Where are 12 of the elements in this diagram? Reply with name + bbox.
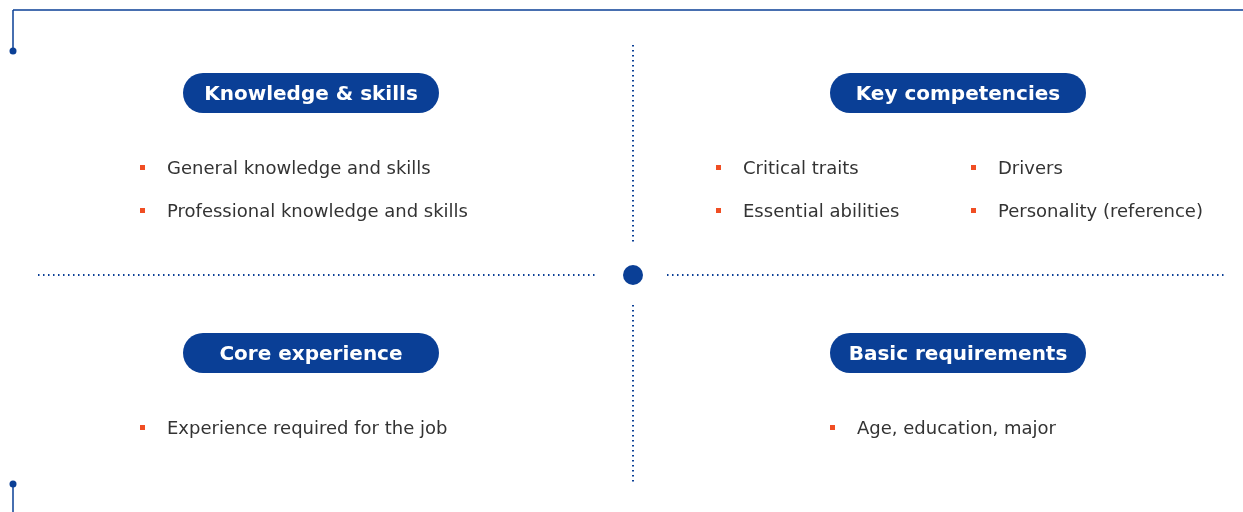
list-item-text: Experience required for the job bbox=[167, 417, 448, 439]
heading-pill: Basic requirements bbox=[830, 333, 1086, 373]
list-item-text: Personality (reference) bbox=[998, 200, 1203, 222]
list-item-text: Age, education, major bbox=[857, 417, 1056, 439]
list-item-text: Critical traits bbox=[743, 157, 859, 179]
list-item-text: General knowledge and skills bbox=[167, 157, 431, 179]
heading-pill: Core experience bbox=[183, 333, 439, 373]
list-item-text: Essential abilities bbox=[743, 200, 900, 222]
list-item-text: Drivers bbox=[998, 157, 1063, 179]
heading-pill: Key competencies bbox=[830, 73, 1086, 113]
heading-pill: Knowledge & skills bbox=[183, 73, 439, 113]
list-item-text: Professional knowledge and skills bbox=[167, 200, 468, 222]
